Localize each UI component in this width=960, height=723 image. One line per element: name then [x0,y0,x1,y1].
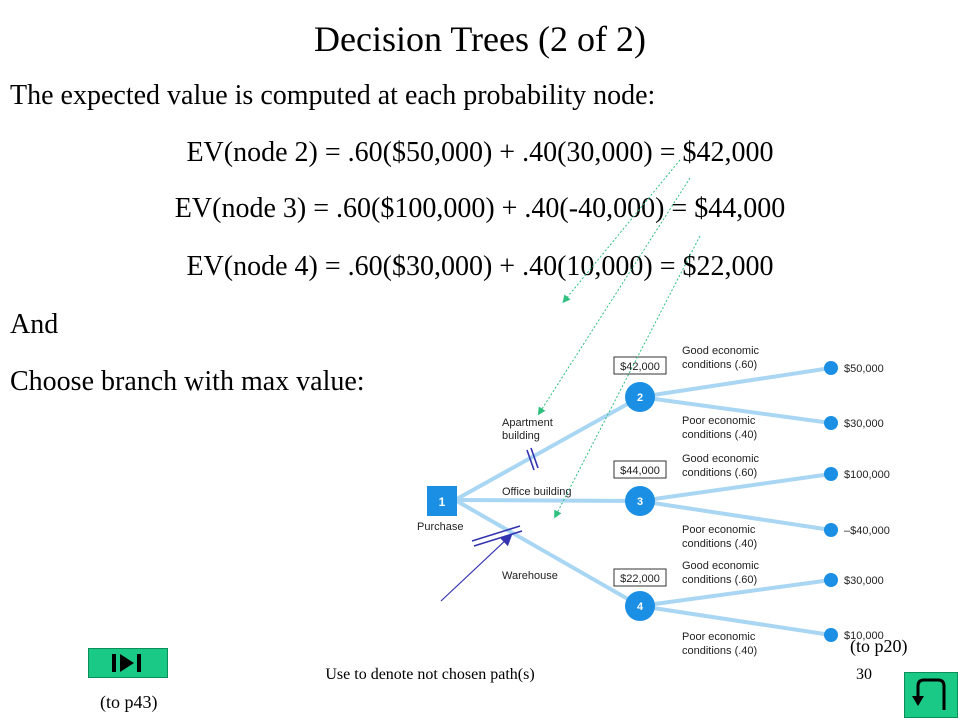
node-2-number: 2 [637,392,643,404]
payoff-value: –$40,000 [844,525,890,537]
skip-end-icon [88,648,168,678]
outcome-line [639,499,832,532]
ev-box-node-4 [613,568,667,587]
choose-branch-text: Choose branch with max value: [10,366,365,397]
payoff-node [824,467,838,481]
payoff-value: $30,000 [844,418,884,430]
outcome-line [639,604,832,637]
payoff-node [824,523,838,537]
nav-back-button[interactable] [88,648,168,678]
outcome-line [639,366,832,399]
link-to-p20[interactable]: (to p20) [850,636,908,656]
and-text: And [10,309,59,340]
payoff-value: $50,000 [844,363,884,375]
payoff-value: $10,000 [844,630,884,642]
ev-value-node-2: $42,000 [620,361,660,373]
probability-node-4 [625,591,655,621]
payoff-node [824,416,838,430]
payoff-node [824,361,838,375]
condition-label: Poor economic [682,631,756,643]
footer-caption: Use to denote not chosen path(s) [325,666,535,683]
node-3-number: 3 [637,496,643,508]
decision-node [427,486,457,516]
branch-apartment-label-2: building [502,430,540,442]
condition-label: conditions (.60) [682,467,757,479]
return-u-turn-icon [904,672,958,718]
condition-label: Good economic [682,453,760,465]
outcome-line [639,578,832,608]
probability-node-2 [625,382,655,412]
nav-return-button[interactable] [904,672,958,718]
condition-label: conditions (.60) [682,359,757,371]
payoff-value: $100,000 [844,469,890,481]
payoff-node [824,573,838,587]
probability-node-3 [625,486,655,516]
branch-apartment-label: Apartment [502,417,553,429]
payoff-value: $30,000 [844,575,884,587]
outcome-line [639,395,832,425]
condition-label: Poor economic [682,415,756,427]
ev-equation-node-4: EV(node 4) = .60($30,000) + .40(10,000) … [186,251,774,282]
branch-office-line [454,498,641,503]
condition-label: Good economic [682,560,760,572]
ev-equation-node-2: EV(node 2) = .60($50,000) + .40(30,000) … [186,137,774,168]
link-to-p43[interactable]: (to p43) [100,692,158,712]
branch-warehouse-line [454,498,641,608]
ev-box-node-3 [613,460,667,479]
ev-equation-node-3: EV(node 3) = .60($100,000) + .40(-40,000… [174,193,786,224]
ev-value-node-3: $44,000 [620,465,660,477]
condition-label: conditions (.40) [682,645,757,657]
payoff-node [824,628,838,642]
outcome-line [639,472,832,503]
condition-label: conditions (.40) [682,429,757,441]
ev-value-node-4: $22,000 [620,573,660,585]
condition-label: Good economic [682,345,760,357]
decision-label: Purchase [417,521,463,533]
tree-branches [454,366,832,637]
intro-text: The expected value is computed at each p… [10,80,656,111]
ev-box-node-2 [613,356,667,375]
not-chosen-pointer-arrow [440,533,513,602]
branch-apartment-line [454,395,641,502]
branch-office-label: Office building [502,486,572,498]
not-chosen-marks [471,447,539,547]
branch-warehouse-label: Warehouse [502,570,558,582]
decision-node-number: 1 [439,495,446,509]
condition-label: conditions (.60) [682,574,757,586]
condition-label: Poor economic [682,524,756,536]
node-4-number: 4 [637,601,644,613]
slide-title: Decision Trees (2 of 2) [314,19,646,59]
condition-label: conditions (.40) [682,538,757,550]
dotted-link-arrows [537,159,701,519]
page-number: 30 [856,666,872,683]
